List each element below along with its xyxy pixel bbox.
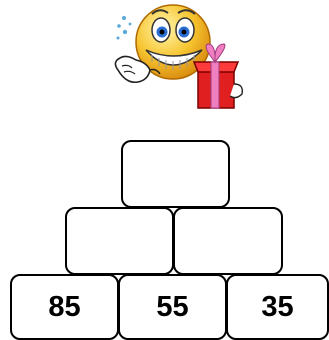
brick-value: 35 [261, 291, 293, 324]
pyramid-bottom-brick-2[interactable]: 55 [118, 274, 227, 340]
pyramid-bottom-brick-1[interactable]: 85 [10, 274, 119, 340]
sparkle-icon [117, 16, 132, 40]
smiley-gift-icon [110, 0, 250, 115]
brick-value: 55 [156, 291, 188, 324]
pyramid-middle-brick-2[interactable] [173, 207, 283, 275]
pyramid-middle-brick-1[interactable] [65, 207, 174, 275]
pyramid-top-brick[interactable] [121, 140, 230, 208]
pyramid-bottom-brick-3[interactable]: 35 [226, 274, 329, 340]
brick-value: 85 [48, 291, 80, 324]
